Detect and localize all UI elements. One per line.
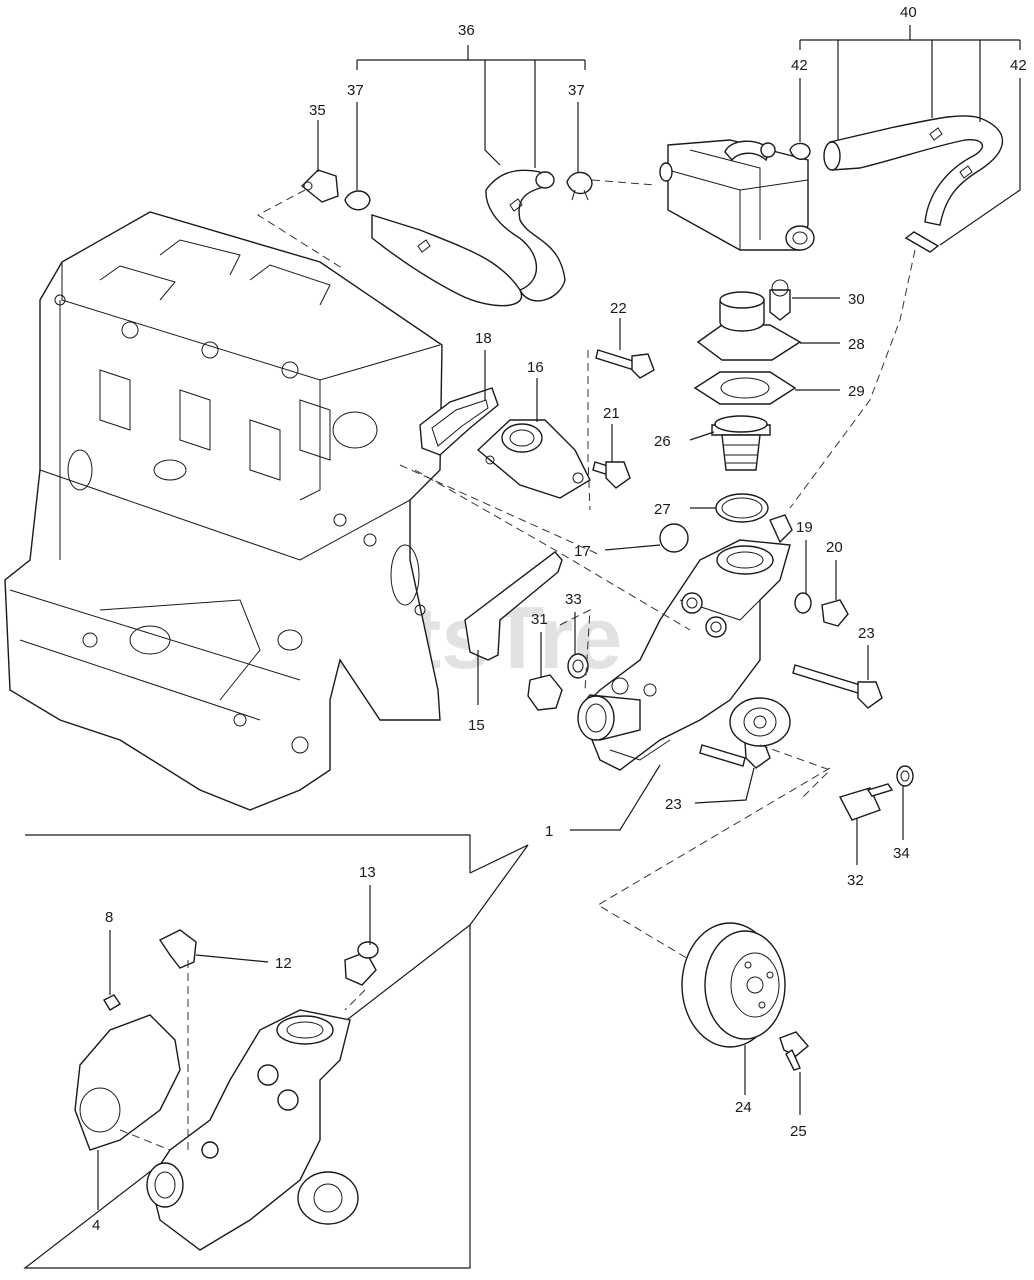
callout-22: 22: [610, 300, 627, 317]
guide-line-42-outlet: [789, 249, 916, 509]
callout-42-right: 42: [1010, 57, 1027, 74]
callout-30: 30: [848, 291, 865, 308]
callout-25: 25: [790, 1123, 807, 1140]
callout-23-top: 23: [858, 625, 875, 642]
callout-32: 32: [847, 872, 864, 889]
callout-15: 15: [468, 717, 485, 734]
callout-33: 33: [565, 591, 582, 608]
callout-37-right: 37: [568, 82, 585, 99]
small-parts: [527, 592, 914, 821]
callout-21: 21: [603, 405, 620, 422]
callout-26: 26: [654, 433, 671, 450]
callout-8: 8: [105, 909, 113, 926]
guide-line-13: [344, 989, 366, 1011]
callout-40: 40: [900, 4, 917, 21]
callout-24: 24: [735, 1099, 752, 1116]
guide-line-block-pump: [399, 464, 601, 556]
callout-27: 27: [654, 501, 671, 518]
callout-16: 16: [527, 359, 544, 376]
callout-37-left: 37: [347, 82, 364, 99]
gasket-and-outlet-16-18: [419, 387, 591, 499]
guide-line-33: [559, 609, 591, 691]
egr-cooler-assembly: [659, 115, 1004, 253]
inset-detail-box: [23, 834, 529, 1269]
callout-29: 29: [848, 383, 865, 400]
callout-1: 1: [545, 823, 553, 840]
callout-23-bottom: 23: [665, 796, 682, 813]
guide-line-21-22: [587, 350, 591, 511]
bypass-hose-assembly: [300, 169, 593, 307]
callout-36: 36: [458, 22, 475, 39]
callout-31: 31: [531, 611, 548, 628]
callout-17: 17: [574, 543, 591, 560]
callout-19: 19: [796, 519, 813, 536]
guide-line-24: [597, 767, 831, 961]
guide-line-37-egr: [591, 179, 656, 186]
callout-20: 20: [826, 539, 843, 556]
fan-pulley-24: [681, 922, 786, 1048]
guide-line-4: [119, 1129, 171, 1151]
engine-block: [4, 211, 443, 811]
leader-lines: [97, 25, 1021, 1210]
thermostat-parts: [693, 279, 802, 523]
callout-12: 12: [275, 955, 292, 972]
callout-18: 18: [475, 330, 492, 347]
callout-4: 4: [92, 1217, 100, 1234]
water-pump-assembly-1: [577, 514, 793, 771]
guide-line-pump-right: [759, 744, 831, 801]
callout-labels: 36 37 37 35 40 42 42 30 22 18 28 16 29 2…: [92, 4, 1027, 1234]
bolts: [592, 349, 883, 1071]
callout-28: 28: [848, 336, 865, 353]
callout-34: 34: [893, 845, 910, 862]
guide-line-15: [414, 469, 691, 631]
guide-line-35: [257, 189, 346, 271]
gasket-15: [464, 551, 563, 661]
callout-35: 35: [309, 102, 326, 119]
callout-13: 13: [359, 864, 376, 881]
callout-42-left: 42: [791, 57, 808, 74]
